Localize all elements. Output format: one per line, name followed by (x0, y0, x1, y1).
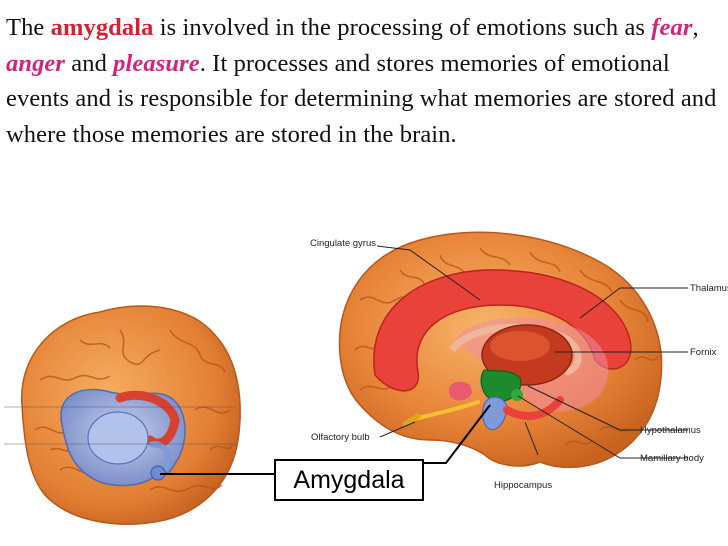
label-fornix: Fornix (690, 347, 717, 358)
sagittal-brain-illustration (338, 231, 663, 469)
text-segment-2: . It processes and stores memories of em… (6, 49, 717, 148)
text-the: The (6, 14, 45, 41)
label-olfactory-bulb: Olfactory bulb (311, 432, 370, 443)
callout-line-right (424, 404, 491, 464)
small-brain-illustration (4, 305, 241, 525)
label-thalamus: Thalamus (690, 283, 728, 294)
highlight-anger: anger (6, 49, 66, 77)
leader-hypothalamus (527, 385, 621, 431)
leader-mamillary (517, 395, 621, 459)
text-comma: , (692, 14, 699, 41)
label-cingulate-gyrus: Cingulate gyrus (310, 238, 376, 249)
leader-cingulate (376, 245, 481, 301)
highlight-amygdala: amygdala (50, 14, 154, 41)
leader-thalamus (579, 287, 621, 319)
highlight-fear: fear (651, 14, 693, 41)
highlight-pleasure: pleasure (113, 49, 200, 77)
amygdala-label-box: Amygdala (274, 459, 424, 501)
leader-hippocampus (524, 421, 539, 456)
amygdala-callout-lines (160, 404, 491, 475)
label-hippocampus: Hippocampus (494, 480, 552, 491)
text-segment-1: is involved in the processing of emotion… (153, 14, 652, 41)
label-hypothalamus: Hypothalamus (640, 425, 701, 436)
leader-olfactory (379, 421, 416, 438)
label-leader-lines (376, 245, 688, 459)
text-and: and (65, 49, 114, 77)
label-mamillary-body: Mamillary body (640, 453, 704, 464)
description-paragraph: The amygdala is involved in the processi… (6, 10, 721, 152)
